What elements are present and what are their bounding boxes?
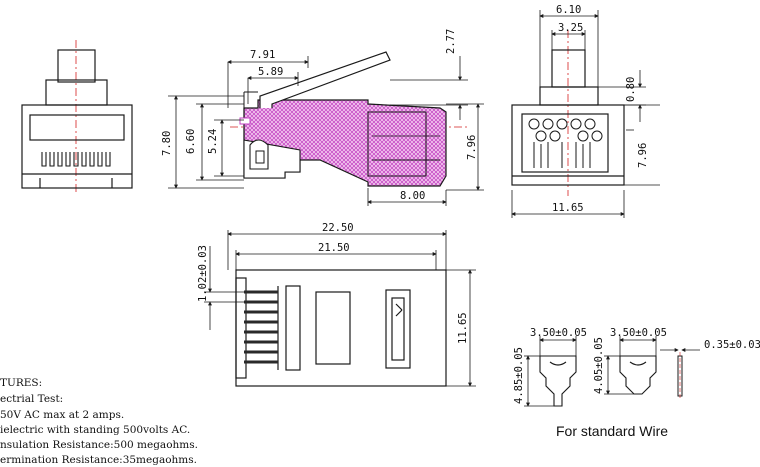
dim-top-pitch: 1.02±0.03 [197,245,209,302]
insert-detail-2 [619,355,657,395]
dim-insert-height-1: 4.85±0.05 [513,347,525,404]
features-line: nsulation Resistance:500 megaohms. [0,439,198,451]
dim-side-height-total: 7.80 [161,131,173,156]
features-line: ermination Resistance:35megaohms. [0,454,197,466]
side-view [230,51,470,187]
dim-front-width-total: 6.10 [556,4,581,16]
front-view-right-dimensions [511,10,660,218]
front-view-left [21,40,133,192]
dim-top-length-body: 21.50 [318,242,350,254]
dim-front-tab-height: 0.80 [625,77,637,102]
features-note: TURES: ectrial Test: 50V AC max at 2 amp… [0,377,198,466]
features-heading: TURES: [0,377,42,389]
dim-side-height-right: 7.96 [466,135,478,160]
insert-detail-1 [539,355,577,407]
dim-insert-height-2: 4.05±0.05 [593,337,605,394]
features-line: ectrial Test: [0,393,63,405]
dim-side-contact-len: 8.00 [400,190,425,202]
insert-detail-3 [677,352,683,400]
dim-side-height-small: 5.24 [207,129,219,154]
caption-standard-wire: For standard Wire [556,423,668,439]
front-view-right [511,30,625,196]
dim-front-body-width: 11.65 [552,202,584,214]
dim-insert-width-2: 3.50±0.05 [610,327,667,339]
side-view-dimensions [168,56,484,206]
top-view [235,269,447,387]
top-view-dimensions [204,230,476,387]
dim-top-length-total: 22.50 [322,222,354,234]
dim-side-length-b: 5.89 [258,66,283,78]
dim-insert-width-1: 3.50±0.05 [530,327,587,339]
dim-latch-rise: 2.77 [445,29,457,54]
features-line: ielectric with standing 500volts AC. [0,424,190,436]
insert-dimensions [524,336,700,407]
dim-side-length-a: 7.91 [250,49,275,61]
dim-side-height-mid: 6.60 [185,129,197,154]
dim-front-width-inner: 3.25 [558,22,583,34]
dim-insert-thickness: 0.35±0.03 [704,339,760,351]
features-line: 50V AC max at 2 amps. [0,409,124,421]
dim-top-width: 11.65 [457,312,469,344]
dim-front-height: 7.96 [637,143,649,168]
